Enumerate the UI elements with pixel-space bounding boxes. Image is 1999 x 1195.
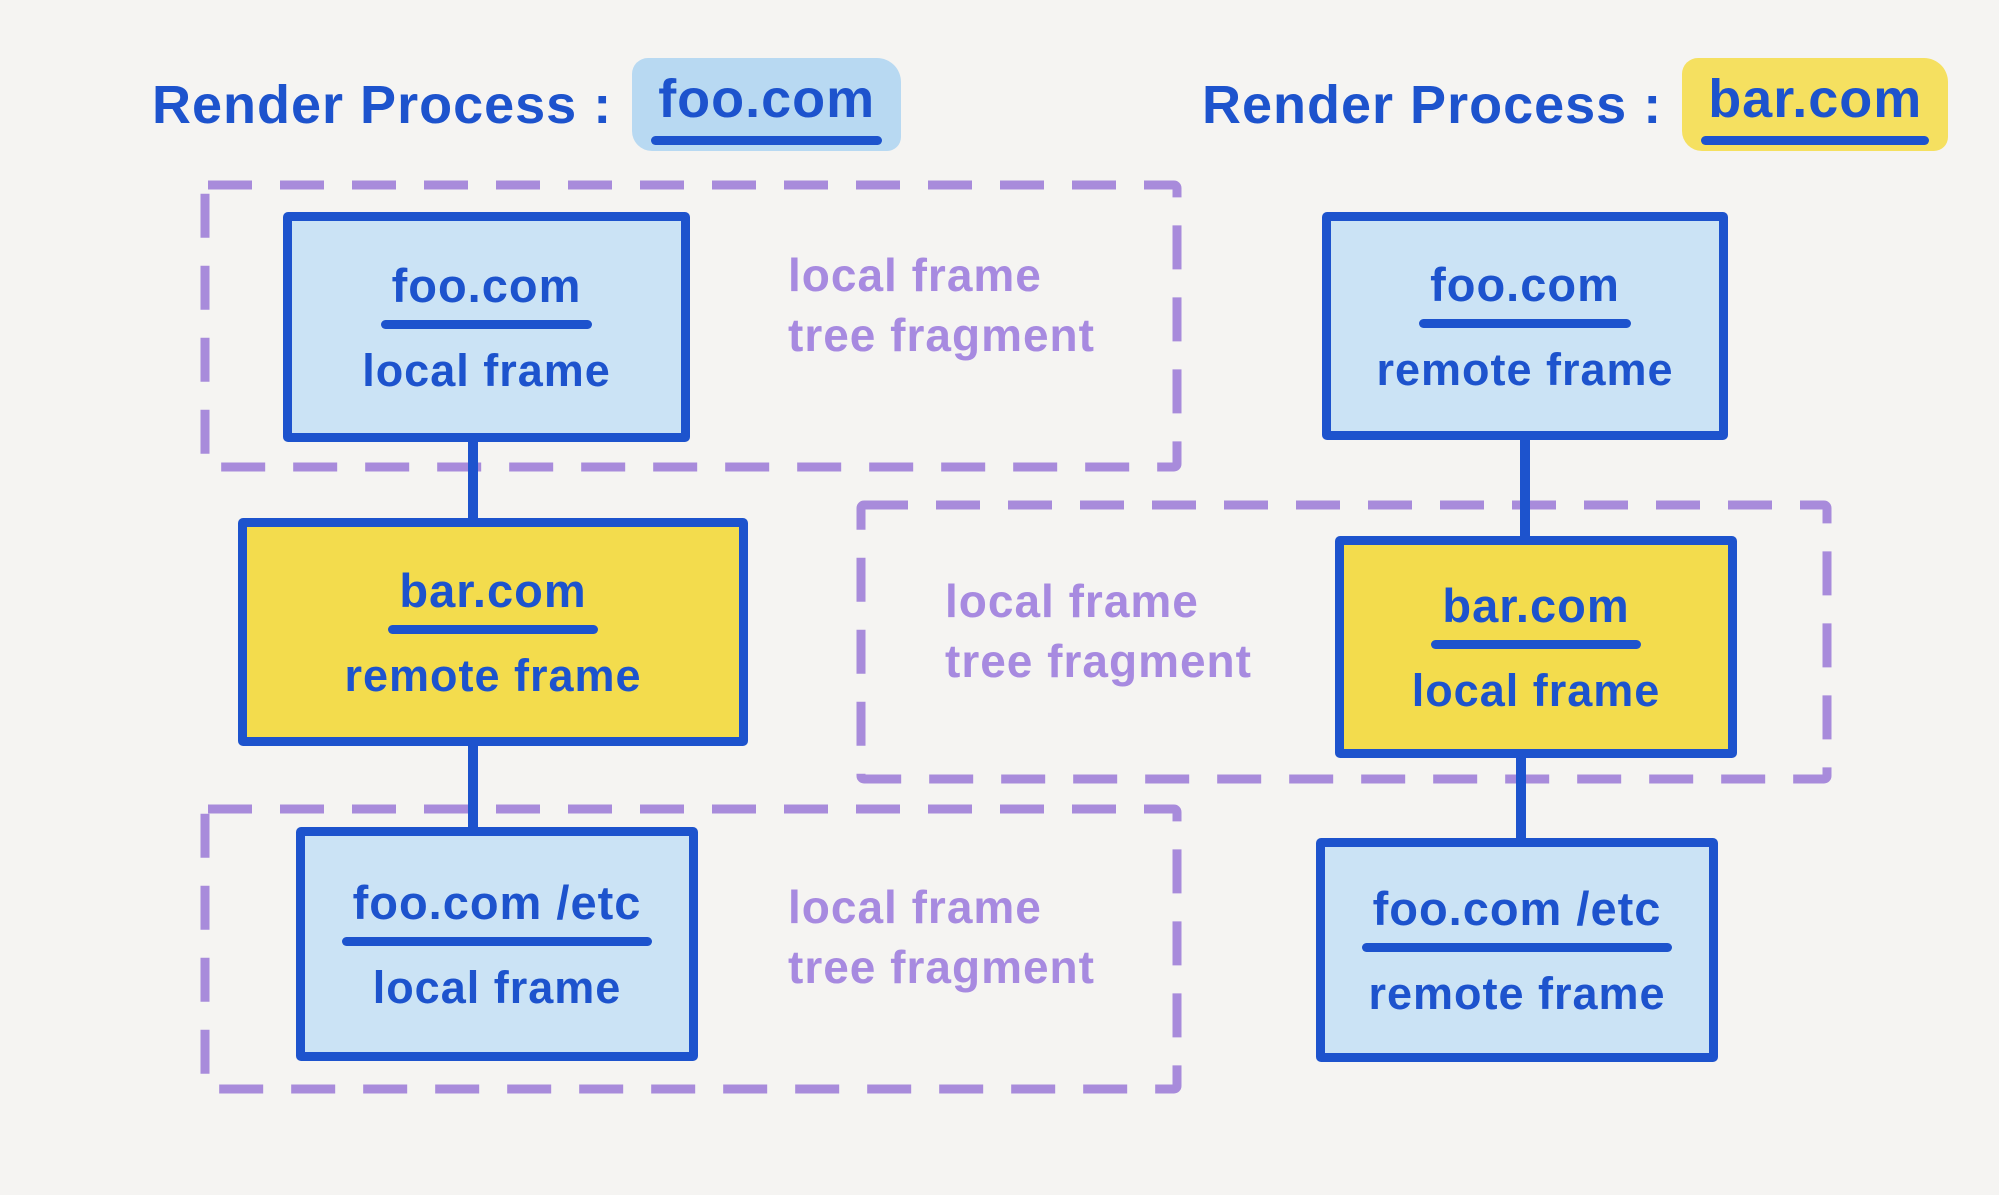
- tree-edge-left-2: [468, 742, 478, 834]
- node-frame-type: remote frame: [1376, 343, 1674, 395]
- fragment-label-line1: local frame: [788, 881, 1042, 933]
- node-domain: foo.com /etc: [1373, 881, 1662, 952]
- node-domain: foo.com: [1430, 257, 1620, 328]
- fragment-border-bottom-left: [200, 804, 1182, 1094]
- node-bar-local-frame-right: bar.com local frame: [1335, 536, 1737, 758]
- tree-edge-right-1: [1520, 436, 1530, 544]
- render-process-title-bar: Render Process : bar.com: [1202, 58, 1949, 151]
- bar-domain-text: bar.com: [1708, 68, 1922, 145]
- node-frame-type: local frame: [362, 344, 611, 396]
- node-domain: foo.com /etc: [353, 875, 642, 946]
- tree-edge-right-2: [1516, 752, 1526, 844]
- fragment-label-bottom-left: local frame tree fragment: [788, 878, 1095, 998]
- fragment-label-line1: local frame: [945, 575, 1199, 627]
- node-domain: bar.com: [1442, 578, 1629, 649]
- render-process-title-foo-prefix: Render Process :: [152, 74, 613, 135]
- fragment-border-middle-right: [856, 500, 1832, 784]
- fragment-label-line2: tree fragment: [788, 308, 1095, 361]
- node-foo-etc-local-frame-left: foo.com /etc local frame: [296, 827, 698, 1061]
- tree-edge-left-1: [468, 438, 478, 524]
- fragment-label-middle-right: local frame tree fragment: [945, 572, 1252, 692]
- bar-domain-highlight: bar.com: [1682, 58, 1949, 151]
- node-frame-type: remote frame: [344, 649, 642, 701]
- fragment-border-top-left: [200, 180, 1182, 472]
- node-domain: bar.com: [399, 563, 586, 634]
- node-frame-type: remote frame: [1368, 967, 1666, 1019]
- render-process-title-bar-prefix: Render Process :: [1202, 74, 1663, 135]
- fragment-label-line1: local frame: [788, 249, 1042, 301]
- node-frame-type: local frame: [372, 961, 622, 1013]
- node-bar-remote-frame-left: bar.com remote frame: [238, 518, 748, 746]
- render-process-title-foo: Render Process : foo.com: [152, 58, 902, 151]
- node-foo-etc-remote-frame-right: foo.com /etc remote frame: [1316, 838, 1718, 1062]
- node-foo-local-frame-left: foo.com local frame: [283, 212, 690, 442]
- foo-domain-highlight: foo.com: [632, 58, 902, 151]
- node-domain: foo.com: [392, 258, 582, 329]
- fragment-label-top-left: local frame tree fragment: [788, 246, 1095, 366]
- node-foo-remote-frame-right: foo.com remote frame: [1322, 212, 1728, 440]
- fragment-label-line2: tree fragment: [788, 940, 1095, 993]
- fragment-label-line2: tree fragment: [945, 634, 1252, 687]
- node-frame-type: local frame: [1411, 664, 1661, 716]
- foo-domain-text: foo.com: [658, 68, 875, 145]
